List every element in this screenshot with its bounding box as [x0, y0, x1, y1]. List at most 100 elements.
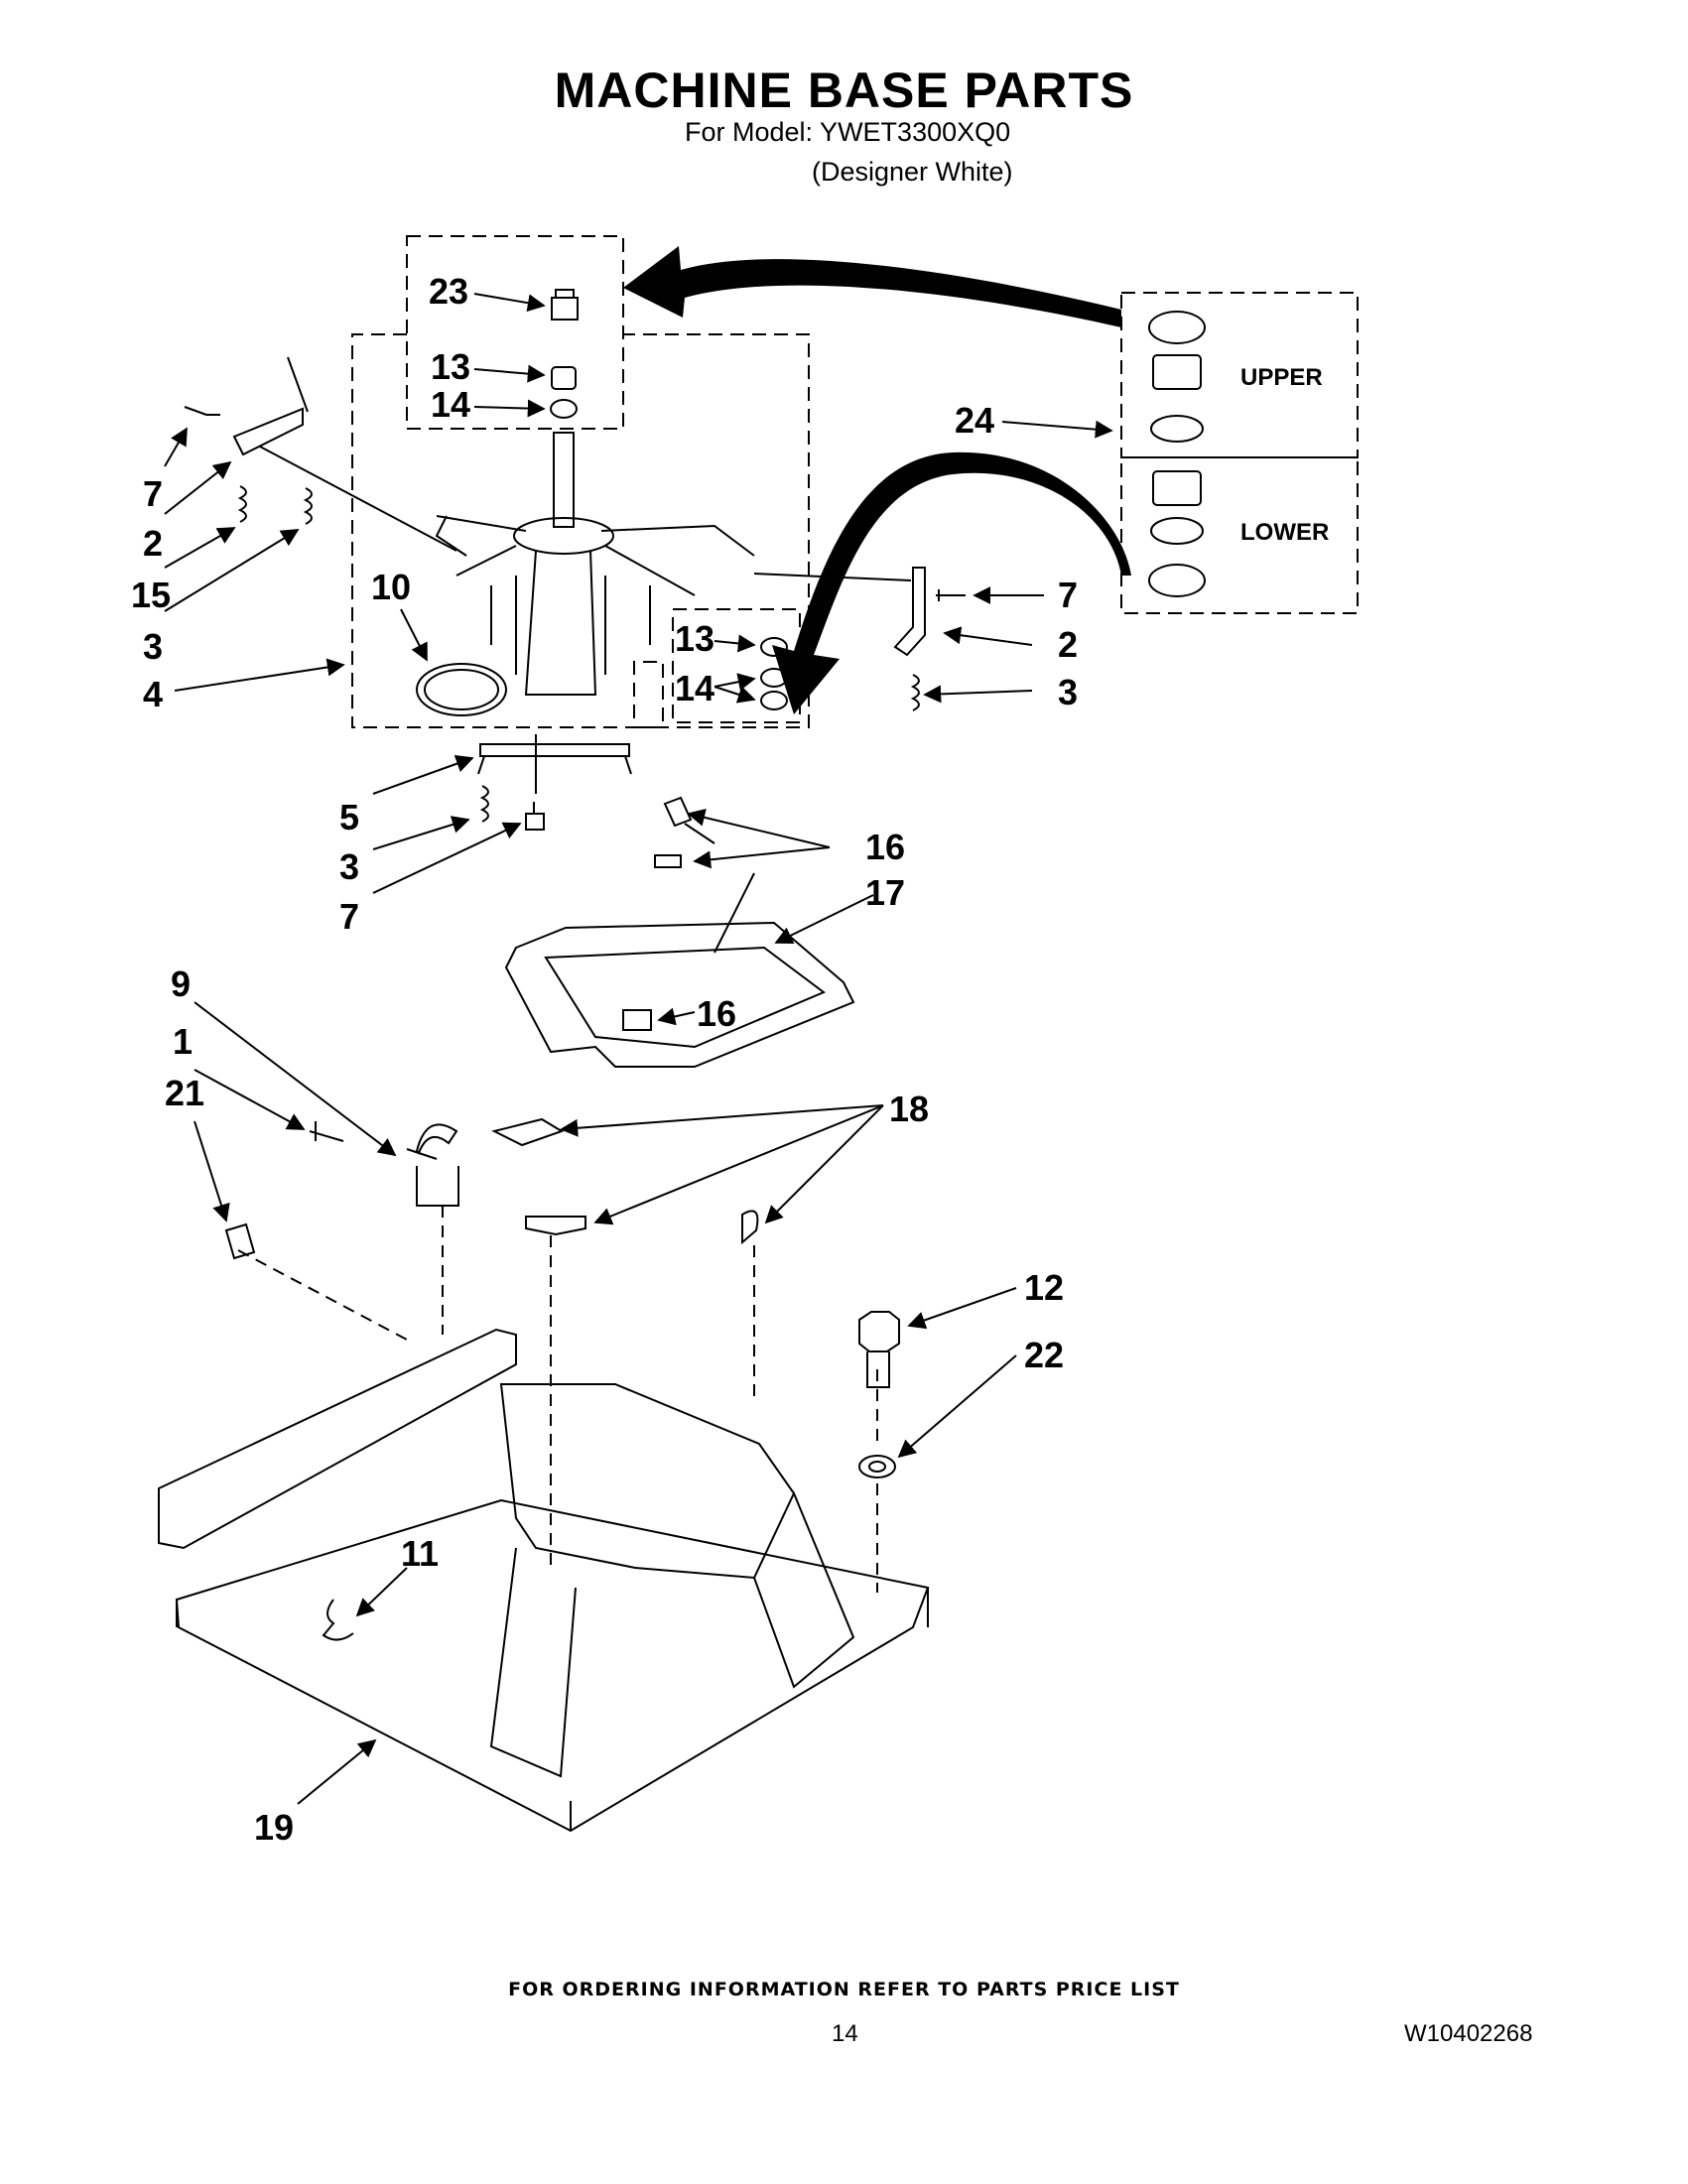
part-2-bracket-right — [893, 567, 926, 657]
callout-2: 2 — [143, 523, 163, 564]
part-19-base-edge — [176, 1588, 929, 1831]
callout-18: 18 — [889, 1089, 929, 1129]
callout-numbers: 23 13 14 7 2 15 3 4 10 13 14 24 7 2 3 5 … — [131, 271, 1078, 1848]
part-3-spring-left — [303, 487, 313, 525]
page-title: MACHINE BASE PARTS — [554, 63, 1134, 118]
upper-bearing-arrow — [623, 246, 1121, 327]
bearing-upper-3 — [1150, 415, 1204, 443]
part-22-washer — [858, 1455, 896, 1478]
transmission-group-box — [351, 333, 810, 728]
part-18-pad-3 — [741, 1210, 759, 1245]
bearing-lower-3 — [1148, 564, 1206, 597]
callout-14: 14 — [431, 384, 470, 425]
base-legs — [489, 1492, 855, 1778]
part-12-bolt — [858, 1311, 900, 1388]
callout-17: 17 — [865, 872, 905, 913]
part-15-spring — [237, 485, 247, 523]
part-10-ring-inner — [424, 669, 499, 710]
part-11-hook — [322, 1599, 354, 1641]
bearing-arrows — [623, 246, 1131, 714]
assembly-lines — [237, 1206, 878, 1593]
part-7-bolt-center — [525, 802, 545, 831]
part-7-bolt-right — [936, 589, 966, 601]
bearing-upper-1 — [1148, 311, 1206, 344]
part-16-clip-mid — [654, 854, 682, 868]
bearing-upper-2 — [1152, 354, 1202, 390]
part-14-lower-a — [760, 668, 788, 688]
frame-link — [684, 823, 755, 954]
callout-16-lower: 16 — [697, 993, 736, 1034]
callout-4: 4 — [143, 674, 163, 714]
callout-10: 10 — [371, 567, 411, 607]
part-21-clip — [224, 1222, 256, 1260]
callout-24: 24 — [955, 400, 994, 441]
part-3-spring-right — [910, 674, 920, 711]
part-17-frame-inner — [544, 946, 826, 1049]
base-left-rail — [158, 1328, 517, 1550]
link-line-right — [753, 573, 912, 581]
ordering-note: FOR ORDERING INFORMATION REFER TO PARTS … — [508, 1979, 1180, 2000]
bearing-lower-1 — [1152, 470, 1202, 506]
callout-15: 15 — [131, 575, 171, 615]
callout-3: 3 — [143, 626, 163, 667]
box-label-lower: LOWER — [1240, 519, 1329, 546]
part-3-spring-center — [479, 785, 489, 823]
part-22-washer-inner — [868, 1461, 886, 1473]
callout-23: 23 — [429, 271, 468, 312]
part-13-bushing — [551, 366, 577, 390]
callout-3-center: 3 — [339, 846, 359, 887]
top-seal-box — [406, 235, 624, 430]
leader-arrows — [164, 293, 1113, 1805]
part-16-clip-top — [663, 796, 693, 828]
part-1-screw — [309, 1121, 344, 1142]
bearing-kit-box-upper — [1120, 292, 1359, 458]
part-19-base — [175, 1498, 930, 1833]
callout-12: 12 — [1024, 1267, 1064, 1308]
callout-16: 16 — [865, 827, 905, 867]
part-23-seal — [551, 289, 579, 321]
transmission-legs — [490, 576, 651, 675]
callout-22: 22 — [1024, 1335, 1064, 1375]
part-18-pad-2 — [525, 1216, 586, 1236]
part-2-bracket-left — [232, 407, 304, 456]
part-13-lower — [760, 637, 788, 657]
callout-3-right: 3 — [1058, 672, 1078, 712]
callout-1: 1 — [173, 1021, 193, 1062]
callout-2-right: 2 — [1058, 624, 1078, 665]
lower-bearing-arrow — [772, 451, 1131, 714]
callout-9: 9 — [171, 964, 191, 1004]
part-5-bracket — [477, 743, 632, 775]
part-18-pad-1 — [491, 1117, 565, 1147]
bearing-lower-2 — [1150, 517, 1204, 545]
callout-14-lower: 14 — [675, 668, 714, 708]
dashed-boxes — [351, 235, 1359, 728]
callout-5: 5 — [339, 797, 359, 837]
base-upper-frame — [499, 1383, 796, 1580]
part-10-ring — [416, 663, 507, 716]
part-drawings — [158, 289, 1206, 1833]
part-14-washer — [550, 399, 578, 419]
callout-11: 11 — [401, 1533, 439, 1574]
transmission-hub — [513, 517, 614, 555]
callout-13-lower: 13 — [675, 618, 714, 659]
callout-19: 19 — [254, 1807, 294, 1848]
callout-21: 21 — [165, 1073, 204, 1113]
bearing-kit-box-lower — [1120, 456, 1359, 614]
callout-13: 13 — [431, 346, 470, 387]
transmission-arms — [435, 515, 755, 596]
callout-7-right: 7 — [1058, 575, 1078, 615]
part-17-frame — [504, 921, 855, 1068]
callout-7: 7 — [143, 473, 163, 514]
part-9-clip — [406, 1123, 459, 1207]
part-16-clip-low — [622, 1009, 652, 1031]
part-7-bolt-left — [184, 406, 220, 416]
document-number: W10402268 — [1404, 2020, 1533, 2047]
model-line: For Model: YWET3300XQ0 — [685, 117, 1011, 147]
box-label-upper: UPPER — [1240, 364, 1323, 391]
transmission-shaft — [553, 432, 575, 528]
color-line: (Designer White) — [812, 157, 1013, 187]
transmission-column — [524, 550, 597, 696]
page-number: 14 — [832, 2020, 858, 2047]
part-14-lower-b — [760, 691, 788, 710]
